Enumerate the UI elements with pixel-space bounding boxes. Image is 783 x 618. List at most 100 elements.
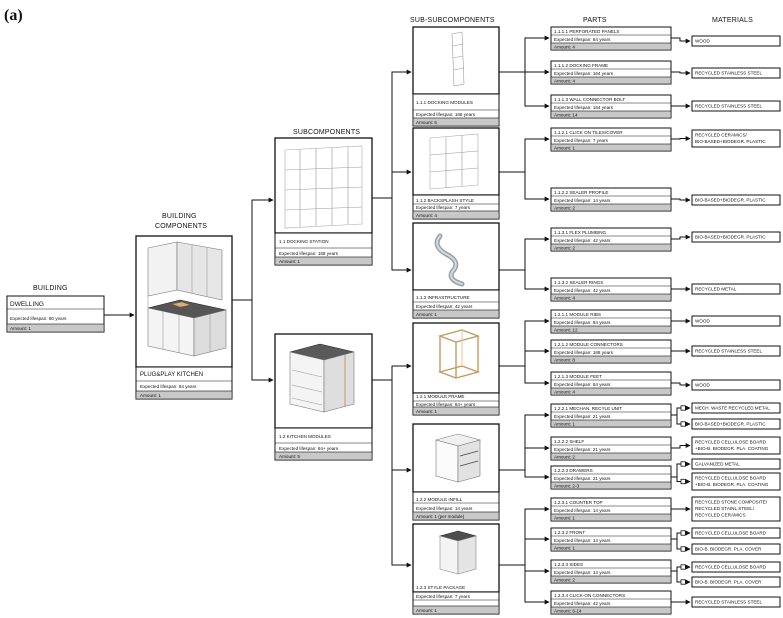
connector-line (671, 70, 691, 76)
connector-line (671, 37, 691, 44)
material-label: GALVANIZED METAL (695, 462, 740, 467)
material-node: WOOD (691, 315, 781, 327)
part-amount: Amount: 6-14 (554, 609, 582, 614)
material-node: RECYCLED CELLULOSE BOARD (691, 527, 781, 539)
material-node: BIO-BASED+BIODEGR. PLASTIC (691, 231, 781, 243)
junction-square (680, 546, 686, 552)
docking-modules-illustration (451, 31, 465, 87)
part-amount: Amount: 12 (554, 328, 578, 333)
part-title: 1.1.1.1 PERFORATED PANELS (554, 29, 619, 34)
material-label: RECYCLED CELLULOSE BOARD (695, 440, 767, 445)
material-label: +BIO-B. BIODEGR. PLA. COATING (695, 482, 769, 487)
part-amount: Amount: 4 (554, 79, 575, 84)
junction-square (680, 421, 686, 427)
part-lifespan: Expected lifespan: 21 years (554, 447, 611, 452)
connector-line (671, 570, 681, 583)
connector-line (499, 348, 550, 367)
material-label: WOOD (695, 383, 710, 388)
docking-station-amount: Amount: 1 (279, 259, 300, 264)
junction-square (680, 478, 686, 485)
connector-line (499, 469, 550, 480)
part-lifespan: Expected lifespan: 21 years (554, 476, 611, 481)
subsub-node-infrastructure: 1.1.3 INFRASTRUCTURE Expected lifespan: … (412, 222, 500, 319)
connector-line (499, 318, 550, 367)
junction-square (680, 530, 686, 536)
backsplash-illustration (429, 133, 479, 190)
part-lifespan: Expected lifespan: 7 years (554, 138, 609, 143)
backsplash-title: 1.1.2 BACKSPLASH STYLE (416, 198, 474, 203)
connector-line (671, 382, 691, 388)
part-node: 1.1.1.1 PERFORATED PANELS Expected lifesp… (550, 26, 672, 51)
material-label: RECYCLED CERAMICS/ (695, 133, 748, 138)
module-infill-title: 1.2.2 MODULE INFILL (416, 497, 463, 502)
header-parts: PARTS (583, 17, 607, 24)
material-label: RECYCLED STAINLESS STEEL (695, 104, 763, 109)
infrastructure-amount: Amount: 1 (416, 312, 437, 317)
part-lifespan: Expected lifespan: 42 years (554, 288, 611, 293)
connector-line (499, 236, 550, 271)
part-lifespan: Expected lifespan: 21 years (554, 414, 611, 419)
header-subcomponents: SUBCOMPONENTS (293, 129, 360, 136)
part-node: 1.2.1.1 MODULE RIBS Expected lifespan: 84… (550, 309, 672, 334)
part-title: 1.2.1.3 MODULE FEET (554, 374, 602, 379)
part-title: 1.2.2.1 MECHAN. RECYLE UNIT (554, 406, 622, 411)
connector-line (671, 463, 681, 478)
part-lifespan: Expected lifespan: 42 years (554, 601, 611, 606)
material-node: GALVANIZED METAL (691, 458, 781, 470)
kitchen-title: PLUG&PLAY KITCHEN (140, 372, 203, 378)
kitchen-modules-title: 1.2 KITCHEN MODULES (279, 434, 331, 439)
part-lifespan: Expected lifespan: 84 years (554, 37, 611, 42)
part-amount: Amount: 2 (554, 206, 575, 211)
material-label: RECYCLED STAINL.STEEL/ (695, 506, 755, 511)
connector-line (372, 363, 412, 381)
kitchen-modules-amount: Amount: 5 (279, 454, 300, 459)
header-building-components-1: BUILDING (162, 213, 197, 220)
building-node-dwelling: DWELLING Expected lifespan: 80 years Amo… (6, 295, 105, 333)
connector-line (671, 136, 691, 141)
material-node: RECYCLED STAINLESS STEEL (691, 345, 781, 357)
part-amount: Amount: 1 (554, 516, 575, 521)
subsub-node-module-frame: 1.2.1 MODULE FRAME Expected lifespan: 84… (412, 322, 500, 416)
part-amount: Amount: 4 (554, 45, 575, 50)
part-lifespan: Expected lifespan: 14 years (554, 538, 611, 543)
dwelling-lifespan: Expected lifespan: 80 years (10, 316, 67, 321)
plumbing-illustration (434, 233, 465, 287)
infrastructure-title: 1.1.3 INFRASTRUCTURE (416, 295, 470, 300)
connector-line (499, 564, 550, 605)
connector-line (671, 197, 691, 203)
component-node-plugplay-kitchen: PLUG&PLAY KITCHEN Expected lifespan: 84 … (135, 235, 233, 400)
docking-station-lifespan: Expected lifespan: 168 years (279, 251, 339, 256)
docking-station-title: 1.1 DOCKING STATION (279, 239, 329, 244)
material-label: BIO-B. BIODEGR. PLA. COVER (695, 547, 762, 552)
part-title: 1.1.3.1 FLEX PLUMBING (554, 230, 607, 235)
part-lifespan: Expected lifespan: 84 years (554, 320, 611, 325)
connector-line (499, 269, 550, 292)
dwelling-title: DWELLING (10, 301, 44, 308)
junction-square (680, 564, 686, 570)
material-label: RECYCLED CELLULOSE BOARD (695, 565, 767, 570)
kitchen-modules-lifespan: Expected lifespan: 84+ years (279, 446, 339, 451)
header-building-components-2: COMPONENTS (155, 223, 207, 230)
material-label: BIO-BASED+BIODEGR. PLASTIC (695, 422, 766, 427)
module-frame-title: 1.2.1 MODULE FRAME (416, 394, 465, 399)
module-infill-amount: Amount: 1 (per module) (416, 514, 465, 519)
connector-line (671, 443, 691, 449)
part-title: 1.1.2.1 CLICK ON TILES/COVER (554, 130, 623, 135)
part-title: 1.2.1.1 MODULE RIBS (554, 312, 601, 317)
connector-line (671, 532, 681, 540)
docking-modules-amount: Amount: 5 (416, 120, 437, 125)
part-amount: Amount: 14 (554, 113, 578, 118)
part-title: 1.1.1.3 WALL CONNECTOR BOLT (554, 97, 625, 102)
docking-modules-lifespan: Expected lifespan: 168 years (416, 112, 476, 117)
material-label: RECYCLED METAL (695, 287, 737, 292)
material-node: RECYCLED STONE COMPOSITE/RECYCLED STAINL… (691, 496, 781, 522)
